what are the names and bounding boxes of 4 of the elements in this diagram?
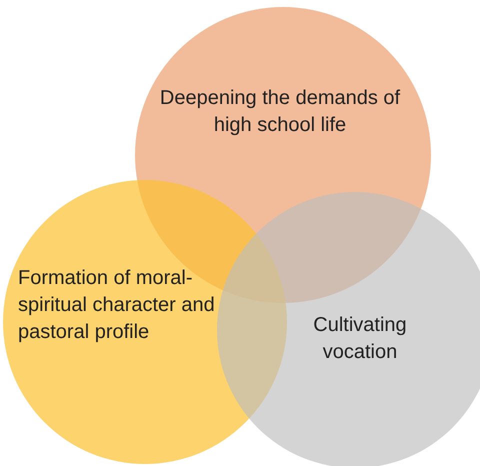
venn-circle [3,180,287,464]
circle-label: Deepening the demands of high school life [158,86,402,138]
circle-label: Cultivating vocation [312,313,408,365]
circle-label: Formation of moral-spiritual character and pastoral profile [18,266,216,345]
